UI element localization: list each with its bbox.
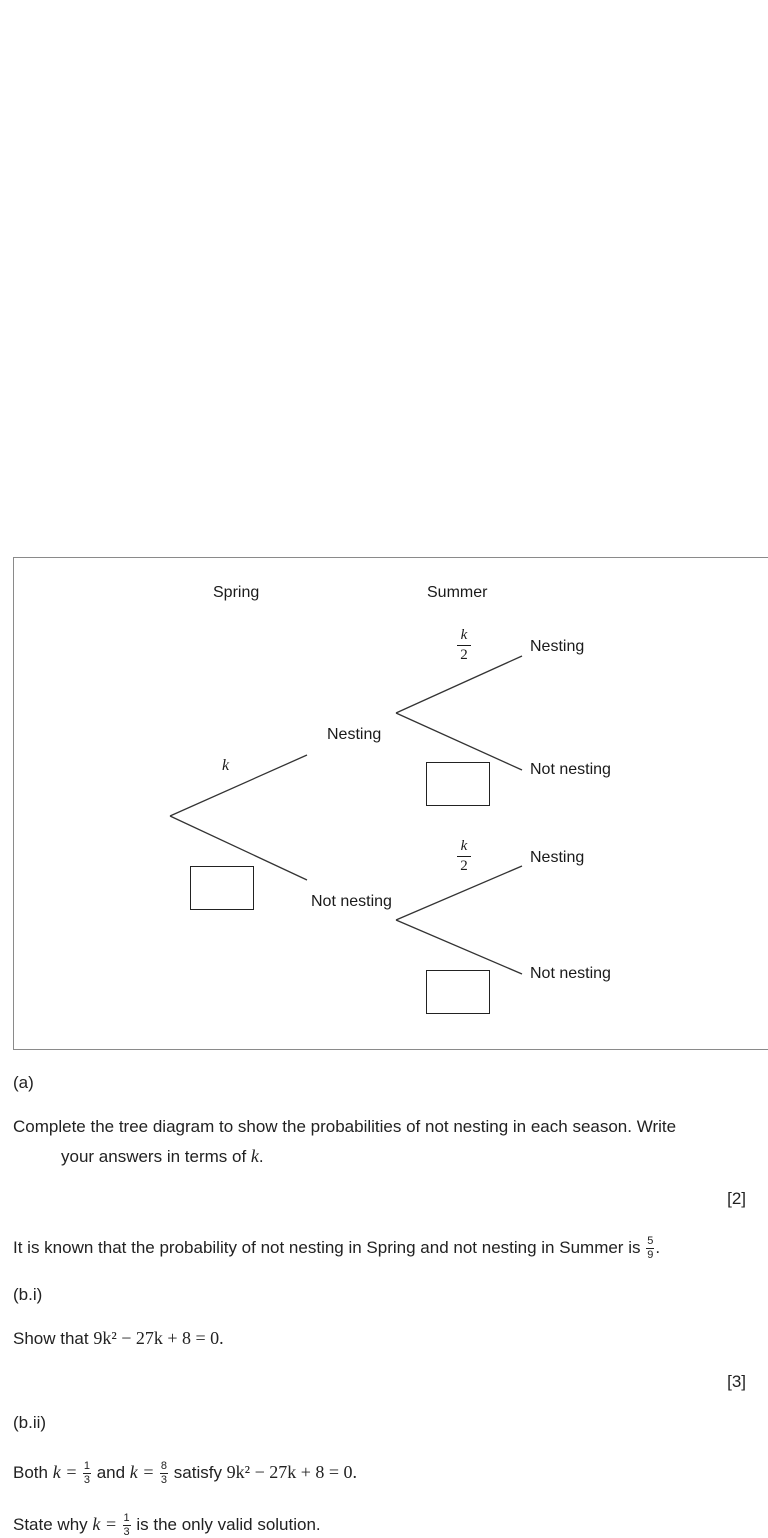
part-bi-equation: 9k² − 27k + 8 = 0.	[93, 1328, 224, 1348]
summer-lower-nesting-probability: k 2	[457, 839, 471, 874]
part-a-question-line2: your answers in terms of k.	[61, 1146, 264, 1166]
summer-lower-not-nesting-answer-box[interactable]	[426, 970, 490, 1014]
lower-nesting-outcome: Nesting	[530, 849, 585, 866]
part-a-marks: [2]	[727, 1189, 746, 1208]
part-a-label: (a)	[13, 1073, 34, 1092]
part-bi-marks: [3]	[727, 1372, 746, 1391]
branch-spring-not-nesting	[169, 815, 308, 881]
part-bi-label: (b.i)	[13, 1285, 43, 1304]
part-bi-question: Show that 9k² − 27k + 8 = 0.	[13, 1328, 224, 1348]
spring-nesting-label: Nesting	[327, 726, 382, 743]
tree-branches	[169, 655, 523, 975]
spring-header: Spring	[213, 584, 260, 601]
tree-diagram: Spring Summer k Nesting Not nesting k 2 …	[13, 557, 768, 1050]
upper-not-nesting-outcome: Not nesting	[530, 761, 611, 778]
branch-spring-nesting	[169, 754, 308, 817]
summer-header: Summer	[427, 584, 488, 601]
lower-not-nesting-outcome: Not nesting	[530, 965, 611, 982]
spring-not-nesting-label: Not nesting	[311, 893, 392, 910]
branch-summer-lower-nesting	[395, 865, 523, 921]
part-a-question-line1: Complete the tree diagram to show the pr…	[13, 1117, 677, 1136]
branch-summer-upper-not-nesting	[395, 712, 523, 771]
spring-not-nesting-answer-box[interactable]	[190, 866, 254, 910]
upper-nesting-outcome: Nesting	[530, 638, 585, 655]
part-bii-label: (b.ii)	[13, 1413, 47, 1432]
spring-nesting-probability: k	[222, 757, 230, 774]
branch-summer-lower-not-nesting	[395, 919, 523, 975]
summer-upper-nesting-probability: k 2	[457, 628, 471, 663]
branch-summer-upper-nesting	[395, 655, 523, 714]
question-stem: It is known that the probability of not …	[13, 1235, 661, 1261]
summer-upper-not-nesting-answer-box[interactable]	[426, 762, 490, 806]
